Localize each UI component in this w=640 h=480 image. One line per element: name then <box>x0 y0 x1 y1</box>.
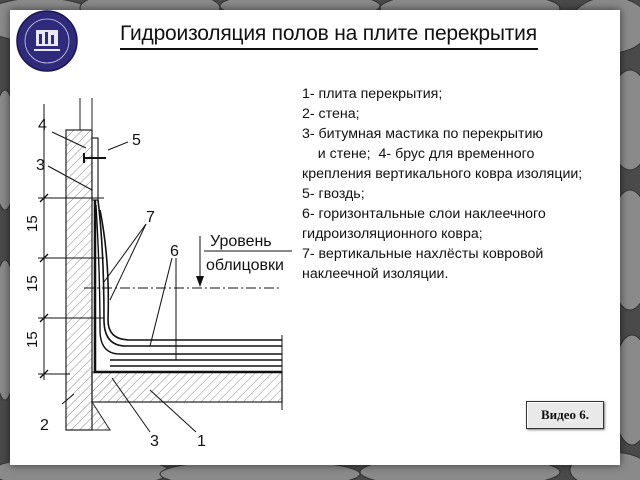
vertical-overlap-2 <box>99 209 282 341</box>
legend-line: 2- стена; <box>302 106 360 122</box>
legend-line: наклеечной изоляции. <box>302 266 449 282</box>
legend-line: 7- вертикальные нахлёсты ковровой <box>302 246 544 262</box>
callout-6: 6 <box>170 243 179 260</box>
dimension-15-top: 15 <box>24 215 41 232</box>
callout-1: 1 <box>197 433 206 450</box>
legend-line: 5- гвоздь; <box>302 186 365 202</box>
wall <box>65 129 93 431</box>
page-title: Гидроизоляция полов на плите перекрытия <box>120 22 537 45</box>
legend-line: 6- горизонтальные слои наклеечного <box>302 206 546 222</box>
legend-line: гидроизоляционного ковра; <box>302 226 483 242</box>
legend-line: и стене; 4- брус для временного <box>302 146 535 162</box>
title-underline <box>120 48 538 50</box>
legend-line: 1- плита перекрытия; <box>302 86 443 102</box>
dimension-15-middle: 15 <box>24 275 41 292</box>
vertical-overlap-1 <box>97 199 282 347</box>
callout-3-bottom: 3 <box>150 433 159 450</box>
level-label-line2: облицовки <box>206 257 284 274</box>
callout-2: 2 <box>40 417 49 434</box>
level-label-line1: Уровень <box>210 233 272 250</box>
callout-7: 7 <box>146 209 155 226</box>
video-6-button[interactable]: Видео 6. <box>526 401 604 429</box>
callout-5: 5 <box>132 132 141 149</box>
university-logo <box>16 10 78 72</box>
legend-line: 3- битумная мастика по перекрытию <box>302 126 544 142</box>
callout-4: 4 <box>38 117 47 134</box>
legend-line: крепления вертикального ковра изоляции; <box>302 166 583 182</box>
dimension-15-bottom: 15 <box>24 331 41 348</box>
legend: 1- плита перекрытия; 2- стена; 3- битумн… <box>302 84 620 284</box>
callout-3-top: 3 <box>36 157 45 174</box>
floor-slab <box>91 371 283 403</box>
timber-batten <box>91 137 99 201</box>
mastic-layer <box>93 200 282 374</box>
